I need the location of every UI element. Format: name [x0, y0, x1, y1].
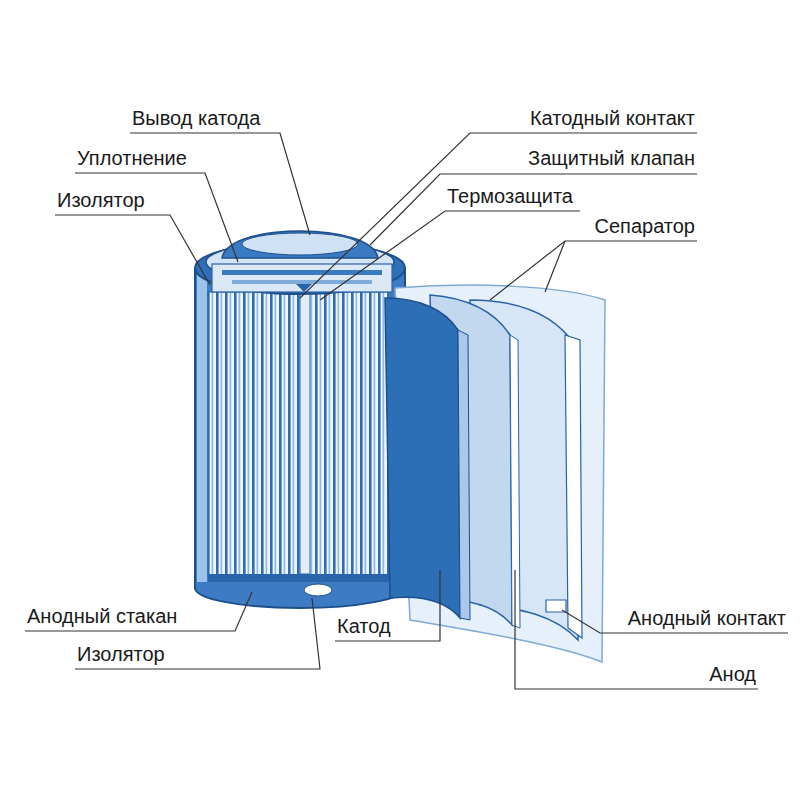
- part-label: Анод: [707, 662, 758, 686]
- leader-line: [490, 241, 697, 300]
- part-label: Уплотнение: [75, 146, 189, 170]
- leader-line: [335, 570, 440, 641]
- bottom-insulator: [208, 574, 390, 582]
- part-label: Анодный стакан: [25, 604, 179, 628]
- leader-line: [300, 133, 697, 298]
- leader-line: [545, 241, 565, 292]
- leader-line: [25, 592, 252, 631]
- part-label: Термозащита: [445, 184, 575, 208]
- leader-lines: [25, 133, 788, 689]
- part-label: Анодный контакт: [626, 606, 788, 630]
- part-label: Изолятор: [75, 642, 167, 666]
- cathode-edge: [458, 330, 470, 620]
- part-label: Катод: [335, 614, 393, 638]
- part-label: Защитный клапан: [526, 146, 697, 170]
- electrode-roll: [208, 292, 390, 576]
- leader-line: [370, 174, 697, 245]
- anode-can: [195, 268, 405, 608]
- cathode-sheet: [385, 298, 460, 618]
- leader-line: [320, 211, 580, 300]
- part-label: Сепаратор: [592, 214, 697, 238]
- part-label: Вывод катода: [130, 106, 262, 130]
- thermal-protection: [232, 280, 372, 284]
- terminal-top: [242, 233, 358, 255]
- anode-edge: [565, 335, 582, 638]
- part-label: Катодный контакт: [528, 106, 697, 130]
- leader-line: [75, 173, 238, 262]
- part-label: Изолятор: [55, 188, 147, 212]
- can-wall: [197, 270, 207, 582]
- bottom-tab: [304, 584, 332, 596]
- leader-line: [55, 215, 210, 285]
- center-pin: [300, 292, 310, 574]
